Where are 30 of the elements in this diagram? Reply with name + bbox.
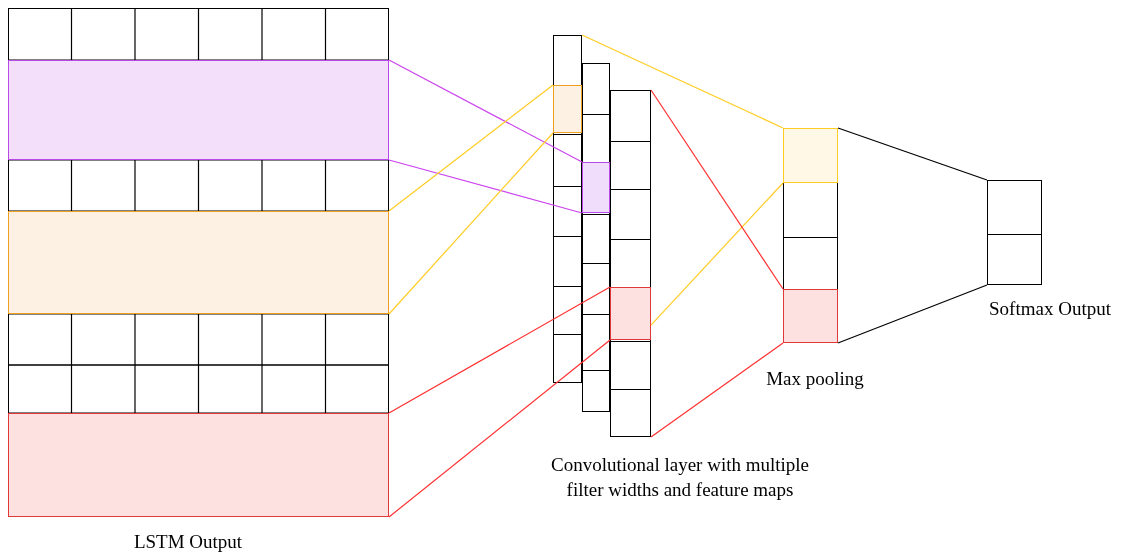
feature-map [582,63,610,412]
highlighted-cell [610,287,651,340]
layer-caption: Convolutional layer with multiple filter widths and feature maps [549,453,811,502]
pooled-cell [783,289,838,343]
layer-caption: Max pooling [765,367,865,391]
connector-line [650,89,784,290]
feature-map [553,35,582,383]
connector-line [837,127,988,181]
softmax-box [987,180,1042,285]
connector-line [650,182,784,326]
feature-map [610,90,651,437]
connector-line [581,34,784,129]
connector-line [388,159,583,214]
pooled-cell [783,128,838,183]
connector-line [388,59,583,163]
connector-line [837,284,988,344]
connector-line [388,132,554,315]
layer-caption: LSTM Output [132,530,244,554]
highlighted-band [8,60,389,160]
max-pooling-column [783,128,838,343]
connector-line [388,286,611,414]
layer-caption: Softmax Output [988,297,1112,321]
highlighted-cell [582,162,610,213]
connector-line [388,339,611,518]
lstm-output-grid [8,8,389,517]
connector-line [388,84,554,212]
highlighted-cell [553,85,582,133]
highlighted-band [8,211,389,314]
connector-line [650,342,784,438]
highlighted-band [8,413,389,517]
